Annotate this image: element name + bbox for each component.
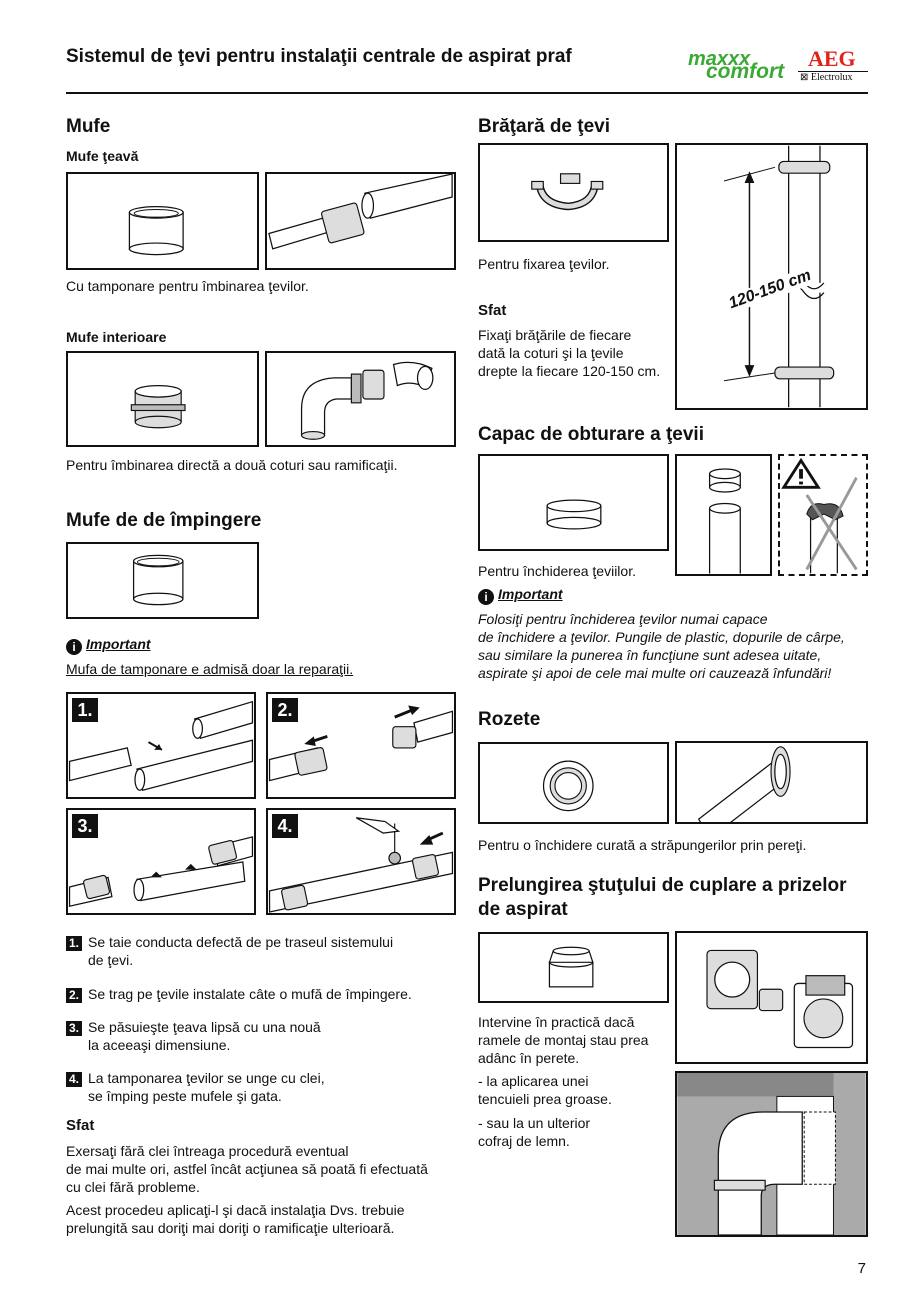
clamp-spacing-image: 120-150 cm [675, 143, 868, 410]
rosette-wall-image [675, 741, 868, 824]
coupling-image [66, 172, 259, 270]
sfat-text-left-1: Exersaţi fără clei întreaga procedură ev… [66, 1143, 428, 1195]
step-3-number: 3. [66, 1021, 82, 1036]
aeg-electrolux-logo: AEG ⊠ Electrolux [798, 46, 870, 84]
step-2-image: 2. [266, 692, 456, 799]
mufe-heading: Mufe [66, 116, 111, 137]
page-number: 7 [857, 1260, 866, 1277]
capac-heading: Capac de obturare a ţevii [478, 424, 704, 445]
mufe-teava-description: Cu tamponare pentru îmbinarea ţevilor. [66, 278, 309, 294]
socket-extension-image [675, 931, 868, 1064]
rozete-description: Pentru o închidere curată a străpungeril… [478, 837, 807, 853]
inner-coupling-image [66, 351, 259, 447]
elbow-assembly-image [265, 351, 456, 447]
step-4: 4.La tamponarea ţevilor se unge cu clei,… [66, 1069, 456, 1105]
step-1-tag: 1. [72, 698, 98, 722]
prelungire-heading: Prelungirea ştuţului de cuplare a prizel… [478, 875, 847, 920]
mufe-teava-subheading: Mufe ţeavă [66, 148, 139, 164]
mufe-interioare-subheading: Mufe interioare [66, 329, 167, 345]
rozete-heading: Rozete [478, 709, 541, 730]
logo-comfort: comfort [706, 60, 785, 83]
logo-maxxx: maxxx [688, 48, 751, 70]
logo-aeg: AEG [808, 46, 856, 71]
bratara-description: Pentru fixarea ţevilor. [478, 256, 610, 272]
info-icon: i [66, 639, 82, 655]
sfat-label-left: Sfat [66, 1117, 95, 1134]
capac-description: Pentru închiderea ţeviilor. [478, 563, 636, 579]
step-1-number: 1. [66, 936, 82, 951]
important-text-left: Mufa de tamponare e admisă doar la repar… [66, 661, 354, 677]
step-4-image: 4. [266, 808, 456, 915]
info-icon: i [478, 589, 494, 605]
wall-cross-section-image [675, 1071, 868, 1237]
mufe-interioare-description: Pentru îmbinarea directă a două coturi s… [66, 457, 398, 473]
coupling-assembly-image [265, 172, 456, 270]
sfat-text-left-2: Acest procedeu aplicaţi-l şi dacă instal… [66, 1202, 405, 1236]
mufe-impingere-heading: Mufe de de împingere [66, 510, 262, 531]
step-4-number: 4. [66, 1072, 82, 1087]
step-4-tag: 4. [272, 814, 298, 838]
logo-divider [798, 71, 868, 72]
page-title: Sistemul de ţevi pentru instalaţii centr… [66, 46, 572, 67]
step-1-image: 1. [66, 692, 256, 799]
step-2-number: 2. [66, 988, 82, 1003]
capac-important-text: Folosiţi pentru închiderea ţevilor numai… [478, 611, 845, 681]
sfat-label-right: Sfat [478, 302, 507, 319]
bratara-heading: Brăţară de ţevi [478, 116, 611, 137]
push-coupling-image [66, 542, 259, 619]
step-3-tag: 3. [72, 814, 98, 838]
end-cap-image [478, 454, 669, 551]
pipe-clamp-image [478, 143, 669, 242]
capped-pipe-image [675, 454, 772, 576]
step-1: 1.Se taie conducta defectă de pe traseul… [66, 933, 456, 969]
step-2: 2.Se trag pe ţevile instalate câte o muf… [66, 985, 456, 1003]
step-3-image: 3. [66, 808, 256, 915]
logo-electrolux: ⊠ Electrolux [800, 72, 853, 83]
maxxx-comfort-logo: maxxx comfort [688, 48, 788, 84]
header-rule [66, 92, 868, 94]
wrong-plug-image [778, 454, 868, 576]
rosette-image [478, 742, 669, 824]
step-2-tag: 2. [272, 698, 298, 722]
extension-image [478, 932, 669, 1003]
